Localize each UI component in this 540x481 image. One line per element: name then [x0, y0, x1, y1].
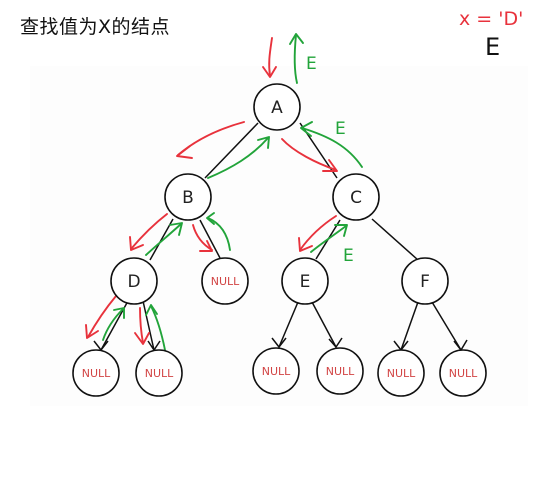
null-label: NULL — [449, 367, 478, 380]
svg-text:E: E — [343, 246, 354, 266]
arrowhead-e-right — [328, 337, 343, 349]
call-arrowhead-b-to-null — [199, 240, 213, 252]
null-label: NULL — [262, 365, 291, 378]
return-arrow-null-to-d-left — [102, 308, 124, 341]
null-label: NULL — [326, 365, 355, 378]
return-arrowhead-null-to-d-right — [145, 304, 158, 316]
node-label: F — [420, 272, 430, 292]
return-arrowhead-e-to-c — [334, 224, 348, 237]
svg-text:E: E — [335, 119, 346, 139]
edge-c-f — [371, 218, 419, 261]
edge-f-null-left — [400, 301, 419, 351]
node-f: F — [401, 257, 449, 305]
annotation-mark: E — [306, 54, 317, 74]
annotation-marks: E E E — [306, 54, 354, 266]
node-null-e-left: NULL — [252, 347, 300, 395]
return-arrows — [102, 33, 363, 351]
call-arrowhead-c-to-e — [298, 237, 313, 252]
edge-d-null-right — [142, 300, 155, 351]
return-arrow-null-to-b — [207, 217, 231, 251]
annotation-mark: E — [335, 119, 346, 139]
node-label: A — [271, 98, 283, 118]
null-label: NULL — [82, 367, 111, 380]
call-arrow-d-to-null-left — [87, 295, 117, 338]
handwritten-letter-e: E — [485, 33, 501, 61]
node-label: D — [127, 272, 140, 292]
arrowhead-d-right — [147, 340, 161, 352]
node-label: C — [350, 188, 362, 208]
node-null-d-right: NULL — [135, 349, 183, 397]
node-b: B — [164, 173, 212, 221]
return-arrowhead-null-to-d-left — [113, 307, 125, 319]
call-arrowhead-d-to-null-right — [134, 332, 150, 345]
null-label: NULL — [387, 367, 416, 380]
node-null-d-left: NULL — [72, 349, 120, 397]
edge-e-null-right — [311, 301, 337, 348]
null-label: NULL — [145, 367, 174, 380]
return-arrow-b-to-a — [207, 137, 269, 179]
return-arrowhead-out-of-a — [289, 33, 304, 45]
edge-e-null-left — [278, 301, 299, 348]
return-arrowhead-null-to-b — [206, 212, 215, 225]
return-arrowhead-d-to-b — [169, 222, 183, 236]
return-arrow-c-to-a — [301, 127, 363, 168]
svg-text:E: E — [306, 54, 317, 74]
node-d: D — [110, 257, 158, 305]
edge-f-null-right — [431, 301, 462, 351]
arrowhead-e-left — [271, 337, 287, 349]
return-arrow-out-of-a — [293, 34, 298, 84]
annotation-mark: E — [343, 246, 354, 266]
node-null-e-right: NULL — [316, 347, 364, 395]
tree-edges — [93, 122, 468, 352]
node-null-b-right: NULL — [201, 257, 249, 305]
call-arrowhead-a-to-c — [322, 159, 338, 172]
edge-b-d — [149, 218, 174, 261]
call-arrowhead-d-to-null-left — [85, 324, 99, 339]
call-arrowhead-b-to-d — [129, 236, 144, 251]
call-arrow-a-to-b — [177, 121, 245, 156]
node-a: A — [253, 83, 301, 131]
call-arrow-into-a — [268, 37, 273, 77]
return-arrow-d-to-b — [145, 223, 182, 256]
null-label: NULL — [211, 275, 240, 288]
return-arrowhead-c-to-a — [300, 121, 313, 137]
call-arrows — [85, 37, 338, 345]
call-arrow-b-to-d — [130, 213, 168, 250]
call-arrow-b-to-null — [192, 224, 213, 251]
page-title: 查找值为X的结点 — [20, 16, 171, 38]
search-value-label: x = 'D' — [459, 8, 524, 30]
edge-a-b — [204, 122, 259, 179]
return-arrowhead-b-to-a — [257, 136, 270, 149]
call-arrowhead-a-to-b — [176, 145, 193, 159]
node-label: E — [300, 272, 311, 292]
node-e: E — [281, 257, 329, 305]
call-arrow-d-to-null-right — [139, 307, 144, 344]
node-c: C — [332, 173, 380, 221]
node-null-f-left: NULL — [377, 349, 425, 397]
return-arrow-null-to-d-right — [150, 305, 166, 351]
call-arrow-c-to-e — [299, 215, 337, 251]
return-arrow-e-to-c — [310, 225, 347, 253]
node-label: B — [182, 188, 194, 208]
call-arrow-a-to-c — [281, 138, 337, 171]
call-arrowhead-into-a — [262, 66, 277, 78]
node-null-f-right: NULL — [439, 349, 487, 397]
edge-b-null — [199, 219, 221, 259]
